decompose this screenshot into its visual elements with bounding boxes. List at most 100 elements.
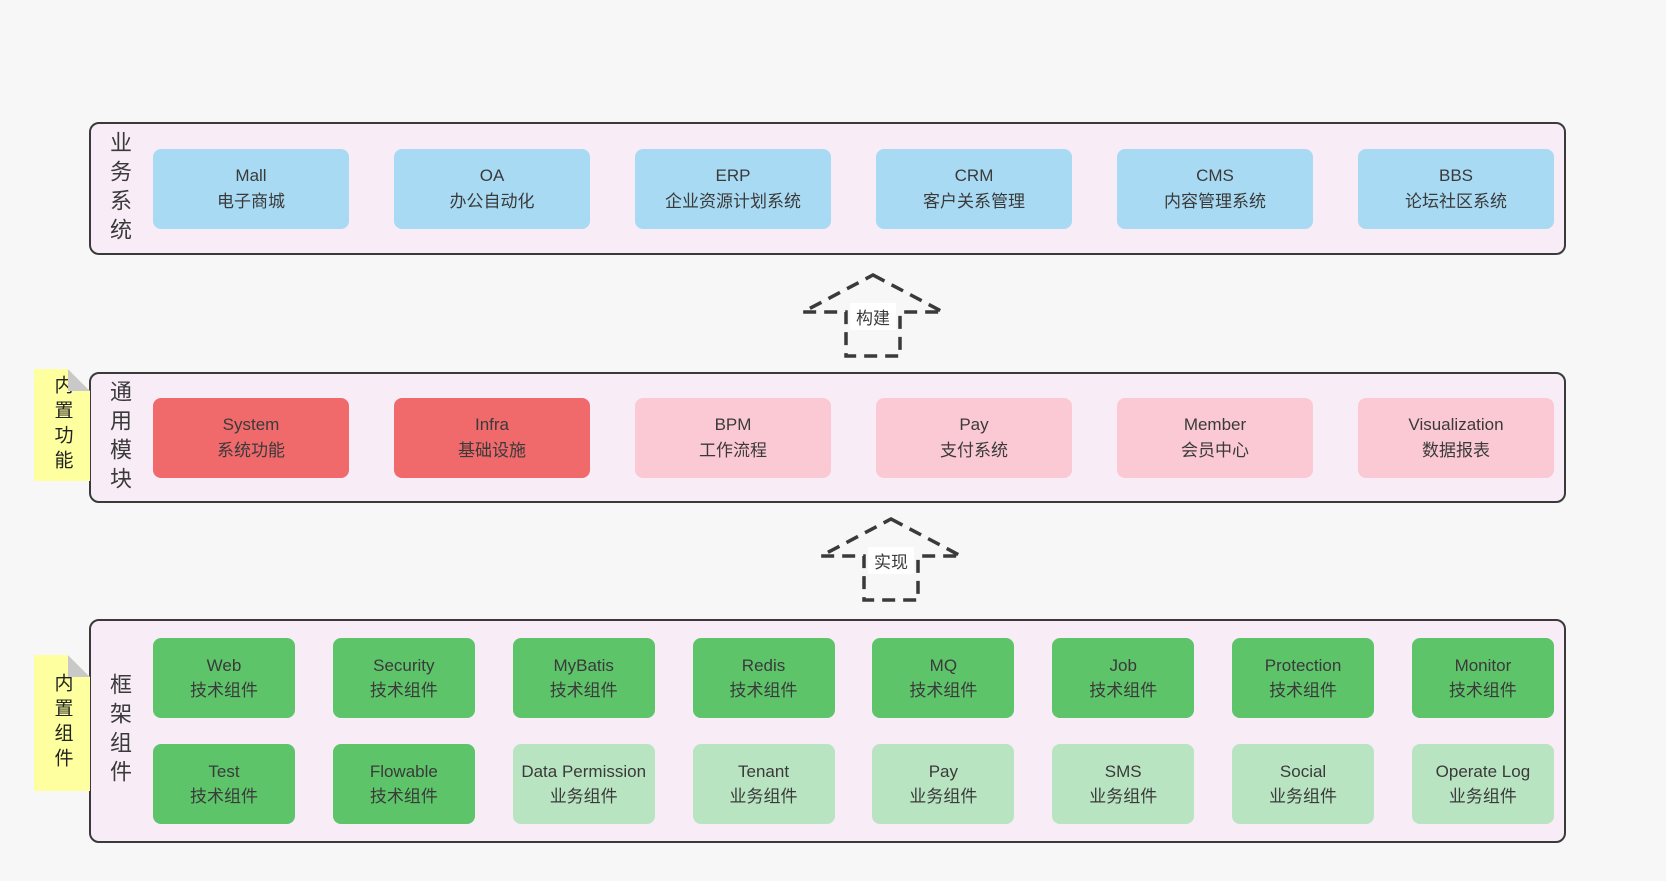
box-subtitle: 数据报表	[1422, 440, 1490, 460]
box-mybatis: MyBatis 技术组件	[512, 638, 655, 718]
box-title: BBS	[1438, 166, 1474, 185]
box-title: Pay	[959, 415, 989, 434]
box-title: Pay	[928, 761, 959, 781]
box-subtitle: 技术组件	[369, 681, 438, 700]
box-visualization: Visualization 数据报表	[1358, 397, 1554, 478]
layer-label-components: 框架组件	[107, 673, 132, 789]
sticky-note-built-in-components: 内置组件	[34, 655, 90, 791]
arrow-build-label: 构建	[850, 303, 896, 330]
box-subtitle: 技术组件	[729, 681, 798, 700]
box-subtitle: 业务组件	[1269, 787, 1338, 806]
box-title: Visualization	[1408, 415, 1504, 434]
box-title: Member	[1183, 415, 1247, 434]
box-job: Job 技术组件	[1052, 638, 1195, 718]
box-title: MyBatis	[553, 655, 614, 675]
box-web: Web 技术组件	[153, 638, 295, 718]
box-subtitle: 支付系统	[940, 440, 1008, 460]
box-bbs: BBS 论坛社区系统	[1358, 148, 1554, 229]
box-title: Flowable	[369, 761, 438, 781]
box-mall: Mall 电子商城	[153, 148, 349, 229]
box-monitor: Monitor 技术组件	[1411, 638, 1554, 718]
box-title: Security	[373, 655, 435, 675]
box-subtitle: 基础设施	[458, 440, 526, 460]
box-subtitle: 技术组件	[190, 787, 258, 806]
box-operate-log: Operate Log 业务组件	[1411, 744, 1554, 824]
box-security: Security 技术组件	[332, 638, 475, 718]
box-subtitle: 企业资源计划系统	[665, 191, 801, 211]
box-subtitle: 技术组件	[909, 681, 978, 700]
box-subtitle: 业务组件	[549, 787, 618, 806]
box-oa: OA 办公自动化	[394, 148, 590, 229]
box-test: Test 技术组件	[153, 744, 295, 824]
box-pay: Pay 支付系统	[876, 397, 1072, 478]
box-social: Social 业务组件	[1232, 744, 1375, 824]
layer-common-modules: 通用模块 System 系统功能 Infra 基础设施 BPM 工作流程 Pay 支付系统 Me…	[89, 372, 1566, 503]
box-subtitle: 业务组件	[1448, 787, 1517, 806]
box-infra: Infra 基础设施	[394, 397, 590, 478]
box-title: CRM	[954, 166, 994, 185]
arrow-implement: 实现	[817, 516, 965, 604]
box-cms: CMS 内容管理系统	[1117, 148, 1313, 229]
box-title: ERP	[715, 166, 751, 185]
box-flowable: Flowable 技术组件	[332, 744, 475, 824]
box-subtitle: 技术组件	[549, 681, 618, 700]
box-subtitle: 技术组件	[1089, 681, 1158, 700]
box-title: Social	[1279, 761, 1327, 781]
box-title: Web	[206, 655, 242, 675]
box-redis: Redis 技术组件	[692, 638, 835, 718]
box-title: Operate Log	[1435, 761, 1531, 781]
box-subtitle: 业务组件	[909, 787, 978, 806]
box-bpm: BPM 工作流程	[635, 397, 831, 478]
box-title: Monitor	[1454, 655, 1512, 675]
box-subtitle: 论坛社区系统	[1405, 191, 1507, 211]
box-sms: SMS 业务组件	[1052, 744, 1195, 824]
box-title: Infra	[474, 415, 510, 434]
arrow-up-icon	[802, 273, 944, 358]
box-subtitle: 工作流程	[699, 440, 767, 460]
box-subtitle: 会员中心	[1181, 440, 1249, 460]
box-member: Member 会员中心	[1117, 397, 1313, 478]
box-title: Protection	[1264, 655, 1342, 675]
box-title: Redis	[741, 655, 786, 675]
box-protection: Protection 技术组件	[1232, 638, 1375, 718]
box-title: SMS	[1104, 761, 1142, 781]
box-title: OA	[479, 166, 505, 185]
box-subtitle: 技术组件	[190, 681, 258, 700]
layer-label-modules: 通用模块	[107, 379, 132, 496]
box-subtitle: 技术组件	[1448, 681, 1517, 700]
sticky-note-built-in-features: 内置功能	[34, 369, 90, 481]
box-subtitle: 系统功能	[217, 440, 285, 460]
box-title: Data Permission	[521, 761, 647, 781]
box-title: System	[222, 415, 280, 434]
box-title: BPM	[714, 415, 752, 434]
box-system: System 系统功能	[153, 397, 349, 478]
box-subtitle: 技术组件	[1269, 681, 1338, 700]
box-title: Job	[1109, 655, 1137, 675]
box-subtitle: 电子商城	[217, 191, 285, 211]
box-title: MQ	[929, 655, 958, 675]
box-subtitle: 业务组件	[1089, 787, 1158, 806]
box-subtitle: 业务组件	[729, 787, 798, 806]
box-title: Test	[208, 761, 240, 781]
box-erp: ERP 企业资源计划系统	[635, 148, 831, 229]
modules-box-row: System 系统功能 Infra 基础设施 BPM 工作流程 Pay 支付系统 Member 会…	[147, 374, 1564, 501]
box-subtitle: 内容管理系统	[1164, 191, 1266, 211]
arrow-build: 构建	[799, 272, 947, 360]
box-title: Mall	[235, 166, 267, 185]
box-subtitle: 技术组件	[369, 787, 438, 806]
box-pay: Pay 业务组件	[872, 744, 1015, 824]
box-data-permission: Data Permission 业务组件	[512, 744, 655, 824]
box-subtitle: 办公自动化	[449, 191, 535, 211]
arrow-implement-label: 实现	[868, 547, 914, 574]
layer-label-business: 业务系统	[107, 130, 132, 247]
box-title: CMS	[1196, 166, 1234, 185]
arrow-up-icon	[820, 517, 962, 602]
